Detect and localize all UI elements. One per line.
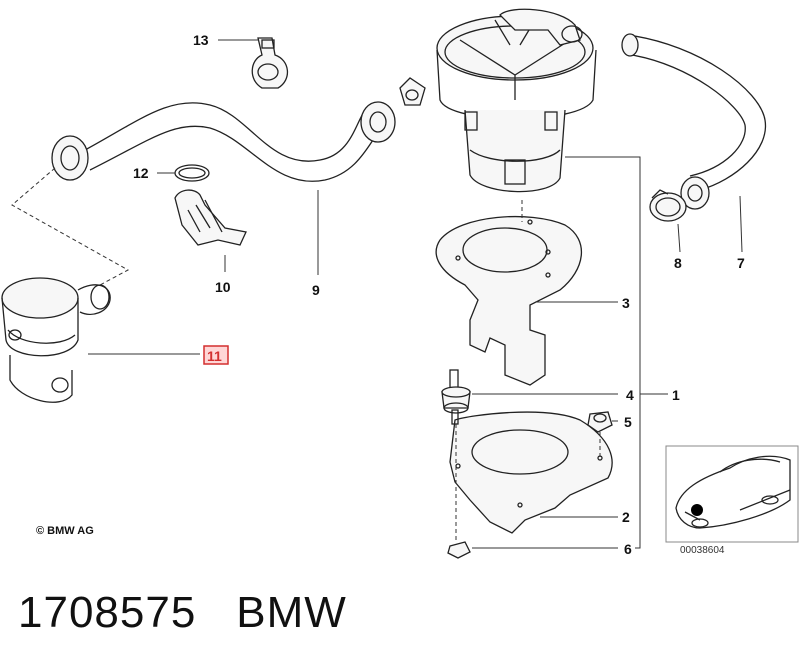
air-pump xyxy=(399,8,597,193)
callout-2: 2 xyxy=(622,509,630,525)
car-location-inset xyxy=(665,445,799,543)
callout-6: 6 xyxy=(624,541,632,557)
parts-diagram: 13 12 10 9 11 8 7 3 4 1 5 2 6 00038604 xyxy=(1,8,799,559)
footer: 1708575 BMW xyxy=(18,588,387,638)
reference-number: 00038604 xyxy=(680,545,725,556)
callout-11-highlight xyxy=(203,345,229,365)
callout-10: 10 xyxy=(215,279,231,295)
location-marker xyxy=(691,504,703,516)
callout-8: 8 xyxy=(674,255,682,271)
leader-lines xyxy=(88,39,743,549)
bracket-3 xyxy=(435,216,582,386)
copyright-notice: © BMW AG xyxy=(36,525,94,537)
seal-ring-12 xyxy=(174,164,210,182)
clamp-10 xyxy=(174,189,247,246)
hose-9 xyxy=(51,101,396,182)
callout-12: 12 xyxy=(133,165,149,181)
callout-3: 3 xyxy=(622,295,630,311)
nut-5 xyxy=(587,411,613,433)
part-number: 1708575 xyxy=(18,588,197,637)
alignment-dash xyxy=(455,200,601,542)
callout-1: 1 xyxy=(672,387,680,403)
callout-11: 11 xyxy=(207,348,222,364)
bracket-2 xyxy=(449,411,613,534)
callout-4: 4 xyxy=(626,387,634,403)
hose-clamp-8 xyxy=(649,189,687,222)
valve-11 xyxy=(1,277,111,403)
connection-dash-left xyxy=(11,167,130,286)
callout-5: 5 xyxy=(624,414,632,430)
brand-name: BMW xyxy=(236,588,347,637)
hose-7 xyxy=(621,33,767,210)
clip-13 xyxy=(251,37,289,89)
nut-6 xyxy=(447,541,471,559)
callout-9: 9 xyxy=(312,282,320,298)
rubber-mount-4 xyxy=(441,369,471,425)
callout-7: 7 xyxy=(737,255,745,271)
callout-13: 13 xyxy=(193,32,209,48)
